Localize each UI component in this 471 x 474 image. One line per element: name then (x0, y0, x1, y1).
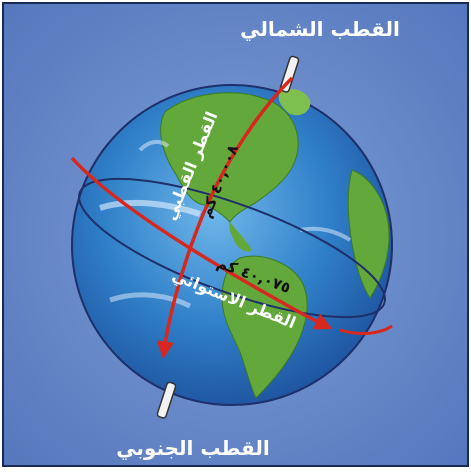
equator-outline (78, 177, 386, 319)
equatorial-circumference-arrow (70, 156, 333, 330)
earth-globe-icon (71, 84, 393, 406)
north-pole-label: القطب الشمالي (240, 17, 400, 42)
polar-circumference-arrow (156, 76, 294, 359)
equatorial-arrow-tail (339, 324, 393, 335)
south-pole-label: القطب الجنوبي (116, 436, 270, 461)
